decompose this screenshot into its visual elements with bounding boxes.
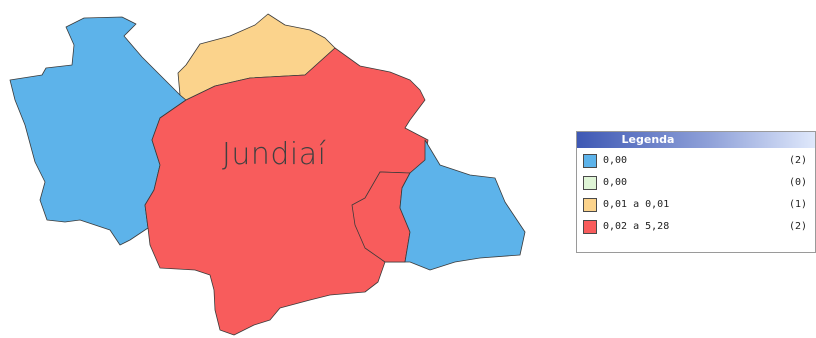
legend-count: (2) (789, 221, 808, 232)
legend-swatch (583, 154, 597, 168)
legend-panel: Legenda 0,00 (2) 0,00 (0) 0,01 a 0,01 (1) 0,02… (576, 131, 816, 253)
legend-item: 0,00 (0) (577, 173, 815, 195)
legend-items: 0,00 (2) 0,00 (0) 0,01 a 0,01 (1) 0,02 a 5,28 (… (577, 148, 815, 239)
legend-title: Legenda (577, 132, 815, 148)
region-center[interactable] (144, 47, 429, 336)
legend-count: (0) (789, 177, 808, 188)
legend-range: 0,01 a 0,01 (603, 199, 670, 210)
legend-item: 0,01 a 0,01 (1) (577, 195, 815, 217)
region-east[interactable] (399, 139, 526, 271)
legend-range: 0,02 a 5,28 (603, 221, 670, 232)
legend-item: 0,00 (2) (577, 151, 815, 173)
legend-count: (1) (789, 199, 808, 210)
legend-range: 0,00 (603, 155, 628, 166)
choropleth-map (9, 13, 526, 336)
region-northwest[interactable] (9, 16, 187, 246)
legend-swatch (583, 198, 597, 212)
legend-item: 0,02 a 5,28 (2) (577, 217, 815, 239)
map-view: Jundiaí Legenda 0,00 (2) 0,00 (0) 0,01 a 0,0… (9, 13, 816, 336)
legend-count: (2) (789, 155, 808, 166)
legend-range: 0,00 (603, 177, 628, 188)
map-label-jundiai: Jundiaí (222, 137, 327, 172)
legend-swatch (583, 220, 597, 234)
legend-swatch (583, 176, 597, 190)
